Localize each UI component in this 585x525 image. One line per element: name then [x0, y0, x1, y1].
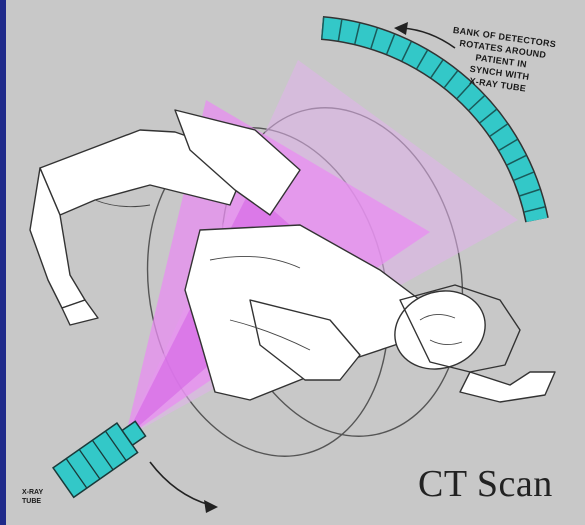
x-ray-tube-label: X-RAY TUBE: [22, 488, 66, 506]
diagram-title: CT Scan: [418, 462, 553, 506]
x-ray-tube-label-line: X-RAY: [22, 488, 66, 497]
x-ray-tube-label-line: TUBE: [22, 497, 66, 506]
